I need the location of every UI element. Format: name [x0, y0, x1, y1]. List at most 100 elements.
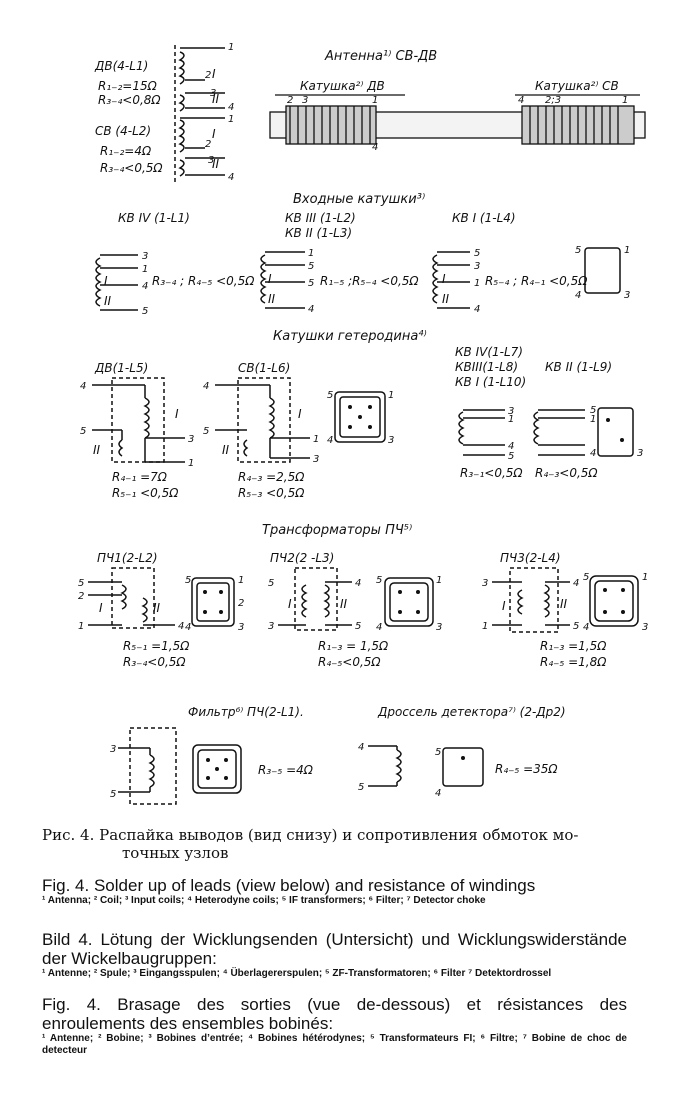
if-transformers-section: Трансформаторы ПЧ⁵⁾ ПЧ1(2-L2) ПЧ2(2 -L3)… [78, 523, 648, 669]
svg-text:3: 3 [302, 95, 308, 106]
svg-text:5: 5 [355, 621, 361, 632]
svg-text:5: 5 [508, 451, 514, 462]
svg-text:5: 5 [308, 278, 314, 289]
coil-wiring-diagram: Антенна¹⁾ СВ-ДВ ДВ(4-L1) R₁₋₂=15Ω R₃₋₄<0… [78, 42, 648, 805]
het-dv-label: ДВ(1-L5) [94, 361, 148, 375]
svg-text:3: 3 [238, 622, 244, 633]
svg-text:4: 4 [590, 448, 596, 459]
coil-sv-label: Катушка²⁾ СВ [535, 79, 619, 93]
svg-text:1: 1 [482, 621, 488, 632]
svg-text:1: 1 [238, 575, 244, 586]
input-coils-section: Входные катушки³⁾ КВ IV (1-L1) КВ III (1… [95, 192, 630, 317]
kv4-label: КВ IV (1-L1) [118, 211, 190, 225]
heterodyne-dots [348, 405, 624, 442]
svg-text:II: II [268, 292, 276, 306]
choke-title: Дроссель детектора⁷⁾ (2-Др2) [377, 705, 566, 719]
svg-text:II: II [104, 294, 112, 308]
svg-text:2: 2 [78, 591, 84, 602]
svg-text:II: II [222, 443, 230, 457]
pch1-label: ПЧ1(2-L2) [97, 551, 158, 565]
het-r-b: R₄₋₃<0,5Ω [535, 466, 598, 480]
svg-text:4: 4 [228, 172, 234, 183]
filter-title: Фильтр⁶⁾ ПЧ(2-L1). [188, 705, 304, 719]
svg-text:II: II [212, 92, 220, 106]
svg-text:I: I [298, 407, 302, 421]
svg-text:5: 5 [573, 621, 579, 632]
svg-text:1: 1 [228, 42, 234, 53]
ferrite-rod [269, 94, 646, 145]
svg-text:3: 3 [436, 622, 442, 633]
caption-de-notes: ¹ Antenne; ² Spule; ³ Eingangsspulen; ⁴ … [42, 968, 552, 979]
svg-text:1: 1 [78, 621, 84, 632]
svg-text:4: 4 [518, 95, 524, 106]
svg-text:4: 4 [583, 622, 589, 633]
svg-text:1: 1 [388, 390, 394, 401]
svg-text:1: 1 [436, 575, 442, 586]
svg-text:5: 5 [203, 426, 209, 437]
svg-text:1: 1 [308, 248, 314, 259]
svg-text:5: 5 [110, 789, 116, 800]
svg-text:II: II [212, 157, 220, 171]
caption-fr-main: Fig. 4. Brasage des sorties (vue de-dess… [42, 995, 627, 1033]
het-kv-a2: КВIII(1-L8) [455, 360, 518, 374]
sv-r34: R₃₋₄<0,5Ω [100, 161, 163, 175]
svg-text:II: II [560, 597, 568, 611]
caption-english: Fig. 4. Solder up of leads (view below) … [42, 876, 627, 907]
filter-resistance: R₃₋₅ =4Ω [258, 763, 314, 777]
antenna-schematic-coils [174, 45, 225, 185]
pch3-r1: R₁₋₃ =1,5Ω [540, 639, 607, 653]
svg-text:4: 4 [435, 788, 441, 799]
svg-text:I: I [502, 599, 506, 613]
svg-text:I: I [442, 272, 446, 286]
svg-text:3: 3 [188, 434, 194, 445]
if-title: Трансформаторы ПЧ⁵⁾ [262, 523, 412, 538]
caption-en-main: Fig. 4. Solder up of leads (view below) … [42, 876, 536, 895]
svg-text:4: 4 [203, 381, 209, 392]
svg-text:2: 2 [287, 95, 293, 106]
svg-text:5: 5 [78, 578, 84, 589]
svg-text:5: 5 [590, 405, 596, 416]
svg-text:5: 5 [435, 747, 441, 758]
caption-ru-line1: Рис. 4. Распайка выводов (вид снизу) и с… [42, 826, 579, 844]
filter-choke-symbols [118, 727, 484, 805]
heterodyne-section: Катушки гетеродина⁴⁾ ДВ(1-L5) СВ(1-L6) [80, 329, 643, 500]
sv-r12: R₁₋₂=4Ω [100, 144, 152, 158]
svg-text:I: I [175, 407, 179, 421]
svg-text:5: 5 [80, 426, 86, 437]
svg-text:5: 5 [185, 575, 191, 586]
svg-text:5: 5 [327, 390, 333, 401]
svg-text:2: 2 [238, 598, 244, 609]
caption-russian: Рис. 4. Распайка выводов (вид снизу) и с… [42, 826, 627, 862]
svg-text:2: 2 [205, 70, 211, 81]
svg-text:II: II [153, 601, 161, 615]
het-r-a: R₃₋₁<0,5Ω [460, 466, 523, 480]
svg-text:1: 1 [590, 414, 596, 425]
svg-text:5: 5 [268, 578, 274, 589]
svg-text:4: 4 [474, 304, 480, 315]
svg-text:3: 3 [110, 744, 116, 755]
antenna-section: Антенна¹⁾ СВ-ДВ ДВ(4-L1) R₁₋₂=15Ω R₃₋₄<0… [94, 42, 646, 185]
filter-choke-pin-numbers: 35 45 54 [110, 742, 441, 800]
if-symbols [88, 567, 639, 633]
svg-text:3: 3 [474, 261, 480, 272]
svg-text:4: 4 [508, 441, 514, 452]
filter-choke-section: Фильтр⁶⁾ ПЧ(2-L1). Дроссель детектора⁷⁾ … [110, 705, 566, 805]
svg-text:5: 5 [142, 306, 148, 317]
svg-text:4: 4 [308, 304, 314, 315]
svg-text:I: I [212, 127, 216, 141]
kv4-resistance: R₃₋₄ ; R₄₋₅ <0,5Ω [152, 274, 255, 288]
svg-text:4: 4 [80, 381, 86, 392]
svg-text:1: 1 [624, 245, 630, 256]
coil-dv-label: Катушка²⁾ ДВ [300, 79, 385, 93]
caption-fr-notes: ¹ Antenne; ² Bobine; ³ Bobines d’entrée;… [42, 1033, 627, 1056]
pch3-r2: R₄₋₅ =1,8Ω [540, 655, 607, 669]
svg-text:3: 3 [268, 621, 274, 632]
svg-text:3: 3 [210, 88, 216, 99]
svg-text:4: 4 [185, 622, 191, 633]
dv-r34: R₃₋₄<0,8Ω [98, 93, 161, 107]
svg-text:5: 5 [358, 782, 364, 793]
het-kv-b: КВ II (1-L9) [545, 360, 612, 374]
het-sv-r1: R₄₋₃ =2,5Ω [238, 470, 305, 484]
svg-text:4: 4 [228, 102, 234, 113]
